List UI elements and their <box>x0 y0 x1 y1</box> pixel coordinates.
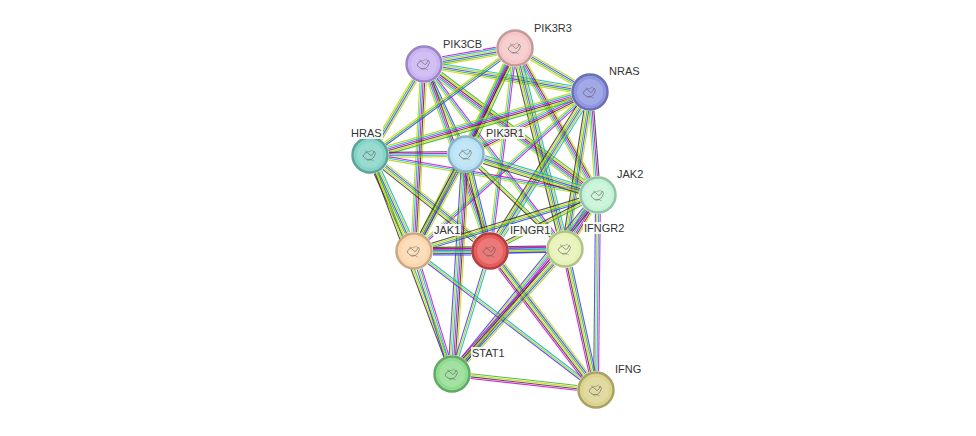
node-label: JAK2 <box>616 168 644 180</box>
node-label: PIK3CB <box>442 38 483 50</box>
protein-node: PIK3R3 <box>496 29 534 67</box>
interaction-edge <box>566 267 595 372</box>
interaction-edge <box>417 268 448 356</box>
interaction-edge <box>468 172 488 233</box>
protein-node: JAK2 <box>579 176 617 214</box>
node-circle <box>447 135 485 173</box>
node-circle <box>577 371 615 409</box>
node-label: HRAS <box>350 127 383 139</box>
node-label: JAK1 <box>433 224 461 236</box>
protein-node: STAT1 <box>433 355 471 393</box>
protein-node: IFNG <box>577 371 615 409</box>
node-circle <box>546 230 584 268</box>
interaction-edge <box>471 374 578 391</box>
node-label: IFNGR1 <box>509 224 551 236</box>
interaction-edge <box>389 152 447 157</box>
protein-node: NRAS <box>571 73 609 111</box>
node-label: STAT1 <box>471 347 506 359</box>
protein-node: PIK3CB <box>405 45 443 83</box>
node-label: IFNGR2 <box>583 222 625 234</box>
interaction-edge <box>509 247 546 253</box>
protein-node: IFNGR1 <box>471 232 509 270</box>
protein-node: HRAS <box>351 136 389 174</box>
interaction-edge <box>589 111 599 176</box>
interaction-edge <box>375 172 447 357</box>
node-label: IFNG <box>614 363 642 375</box>
node-circle <box>405 45 443 83</box>
node-circle <box>579 176 617 214</box>
interaction-edge <box>498 264 587 378</box>
interaction-edge <box>388 157 579 194</box>
interaction-edge <box>378 79 417 140</box>
node-circle <box>395 232 433 270</box>
node-label: PIK3R3 <box>533 22 573 34</box>
interaction-edge <box>479 166 553 237</box>
interaction-edge <box>491 67 515 233</box>
interaction-edge <box>483 156 581 193</box>
node-circle <box>571 73 609 111</box>
node-circle <box>433 355 471 393</box>
node-label: NRAS <box>608 65 641 77</box>
node-label: PIK3R1 <box>485 127 525 139</box>
node-circle <box>496 29 534 67</box>
node-circle <box>351 136 389 174</box>
protein-node: IFNGR2 <box>546 230 584 268</box>
protein-node: JAK1 <box>395 232 433 270</box>
interaction-edge <box>412 83 426 232</box>
node-circle <box>471 232 509 270</box>
interaction-edge <box>462 260 555 362</box>
protein-node: PIK3R1 <box>447 135 485 173</box>
interaction-edge <box>594 214 600 371</box>
